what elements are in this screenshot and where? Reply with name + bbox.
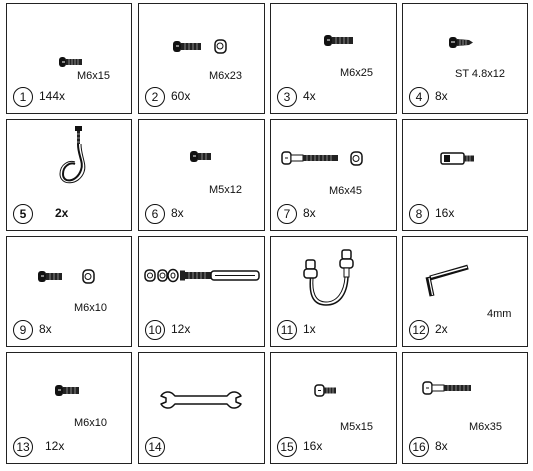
bolt-icon: [190, 151, 211, 162]
part-cell-8: 8 16x: [402, 119, 528, 231]
part-cell-9: M6x10 9 8x: [6, 236, 132, 347]
bolt-with-nut-icon: [281, 151, 363, 166]
bolt-icon: [59, 57, 82, 67]
part-size: M6x10: [74, 302, 108, 314]
bolt-icon: [422, 381, 471, 395]
part-quantity: 16x: [435, 206, 455, 220]
part-number-badge: 14: [145, 437, 165, 457]
part-cell-11: 11 1x: [270, 236, 397, 347]
part-size: M6x10: [74, 417, 108, 429]
part-number-badge: 4: [409, 87, 429, 107]
bolt-icon: [314, 384, 336, 397]
part-number-badge: 3: [277, 87, 297, 107]
standoff-icon: [440, 152, 474, 165]
part-quantity: 12x: [45, 439, 65, 453]
part-size: M6x15: [77, 70, 111, 82]
part-cell-10: 10 12x: [138, 236, 265, 347]
bolt-icon: [324, 35, 353, 46]
part-number-badge: 16: [409, 437, 429, 457]
part-number-badge: 6: [145, 204, 165, 224]
part-quantity: 4x: [303, 89, 316, 103]
part-cell-6: M5x12 6 8x: [138, 119, 265, 231]
part-cell-2: M6x23 2 60x: [138, 3, 265, 114]
part-size: M6x45: [329, 185, 363, 197]
part-quantity: 60x: [171, 89, 191, 103]
part-number-badge: 15: [277, 437, 297, 457]
hex-key-icon: [425, 264, 469, 297]
part-size: M6x25: [340, 67, 374, 79]
part-number-badge: 8: [409, 204, 429, 224]
part-number-badge: 11: [277, 320, 297, 340]
part-quantity: 8x: [303, 206, 316, 220]
threaded-rod-kit-icon: [144, 268, 260, 283]
part-quantity: 8x: [39, 322, 52, 336]
part-number-badge: 9: [13, 320, 33, 340]
part-number-badge: 2: [145, 87, 165, 107]
part-quantity: 8x: [435, 439, 448, 453]
part-quantity: 2x: [55, 206, 69, 220]
part-quantity: 1x: [303, 322, 316, 336]
wrench-icon: [160, 391, 242, 409]
part-quantity: 2x: [435, 322, 448, 336]
part-quantity: 8x: [171, 206, 184, 220]
bolt-with-nut-icon: [173, 39, 227, 54]
part-cell-15: M5x15 15 16x: [270, 352, 397, 464]
part-quantity: 144x: [39, 89, 66, 103]
part-number-badge: 12: [409, 320, 429, 340]
part-size: M5x15: [340, 421, 374, 433]
part-quantity: 8x: [435, 89, 448, 103]
hook-icon: [59, 126, 86, 184]
part-size: 4mm: [487, 308, 512, 320]
part-cell-3: M6x25 3 4x: [270, 3, 397, 114]
part-quantity: 12x: [171, 322, 191, 336]
part-cell-14: 14: [138, 352, 265, 464]
part-size: ST 4.8x12: [455, 68, 505, 80]
bolt-icon: [55, 385, 79, 396]
part-cell-1: M6x15 1 144x: [6, 3, 132, 114]
part-number-badge: 13: [13, 437, 33, 457]
cable-icon: [303, 249, 354, 306]
part-size: M6x23: [209, 70, 243, 82]
part-cell-7: M6x45 7 8x: [270, 119, 397, 231]
part-quantity: 16x: [303, 439, 323, 453]
part-cell-4: ST 4.8x12 4 8x: [402, 3, 528, 114]
part-cell-13: M6x10 13 12x: [6, 352, 132, 464]
part-cell-5: 5 2x: [6, 119, 132, 231]
part-cell-12: 4mm 12 2x: [402, 236, 528, 347]
self-tapping-screw-icon: [449, 37, 473, 48]
part-number-badge: 1: [13, 87, 33, 107]
part-size: M5x12: [209, 184, 243, 196]
part-number-badge: 10: [145, 320, 165, 340]
part-number-badge: 7: [277, 204, 297, 224]
bolt-with-nut-icon: [38, 269, 95, 284]
part-number-badge: 5: [13, 204, 33, 224]
part-size: M6x35: [469, 421, 503, 433]
part-cell-16: M6x35 16 8x: [402, 352, 528, 464]
